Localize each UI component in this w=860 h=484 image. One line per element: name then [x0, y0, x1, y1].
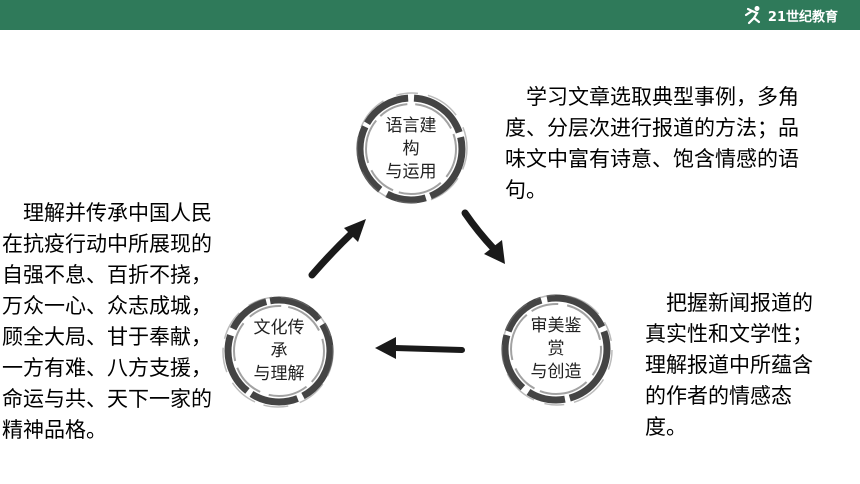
node-label-line: 与创造: [530, 361, 582, 382]
node-aesthetics: 审美鉴 赏 与创造: [497, 290, 615, 408]
ink-circle: [501, 294, 613, 406]
node-culture: 文化传 承 与理解: [220, 292, 338, 410]
node-language: 语言建 构 与运用: [352, 90, 470, 208]
node-label-line: 语言建: [385, 115, 437, 136]
node-label-line: 赏: [547, 338, 565, 359]
node-language-label: 语言建 构 与运用: [352, 90, 470, 208]
arrow-right-to-left: [375, 337, 465, 359]
node-label-line: 与运用: [385, 161, 437, 182]
text-top: 学习文章选取典型事例，多角度、分层次进行报道的方法；品味文中富有诗意、饱含情感的…: [505, 85, 799, 202]
arrow-top-to-right: [461, 209, 505, 264]
arrow-left-to-top: [308, 219, 366, 279]
node-label-line: 承: [270, 340, 288, 361]
node-label-line: 文化传: [253, 317, 305, 338]
ink-circle: [356, 92, 468, 204]
text-left: 理解并传承中国人民在抗疫行动中所展现的自强不息、百折不挠，万众一心、众志成城，顾…: [2, 201, 212, 442]
node-aesthetics-label: 审美鉴 赏 与创造: [497, 290, 615, 408]
node-culture-label: 文化传 承 与理解: [220, 292, 338, 410]
ink-circle: [222, 296, 334, 408]
node-label-line: 与理解: [253, 363, 305, 384]
node-label-line: 构: [402, 138, 420, 159]
runner-icon: [744, 6, 761, 25]
header-bar: 21世纪教育: [0, 0, 860, 30]
text-right: 把握新闻报道的真实性和文学性；理解报道中所蕴含的作者的情感态度。: [645, 291, 813, 439]
logo-text: 21世纪教育: [767, 9, 838, 25]
brand-logo: 21世纪教育: [742, 3, 838, 27]
node-label-line: 审美鉴: [530, 315, 582, 336]
